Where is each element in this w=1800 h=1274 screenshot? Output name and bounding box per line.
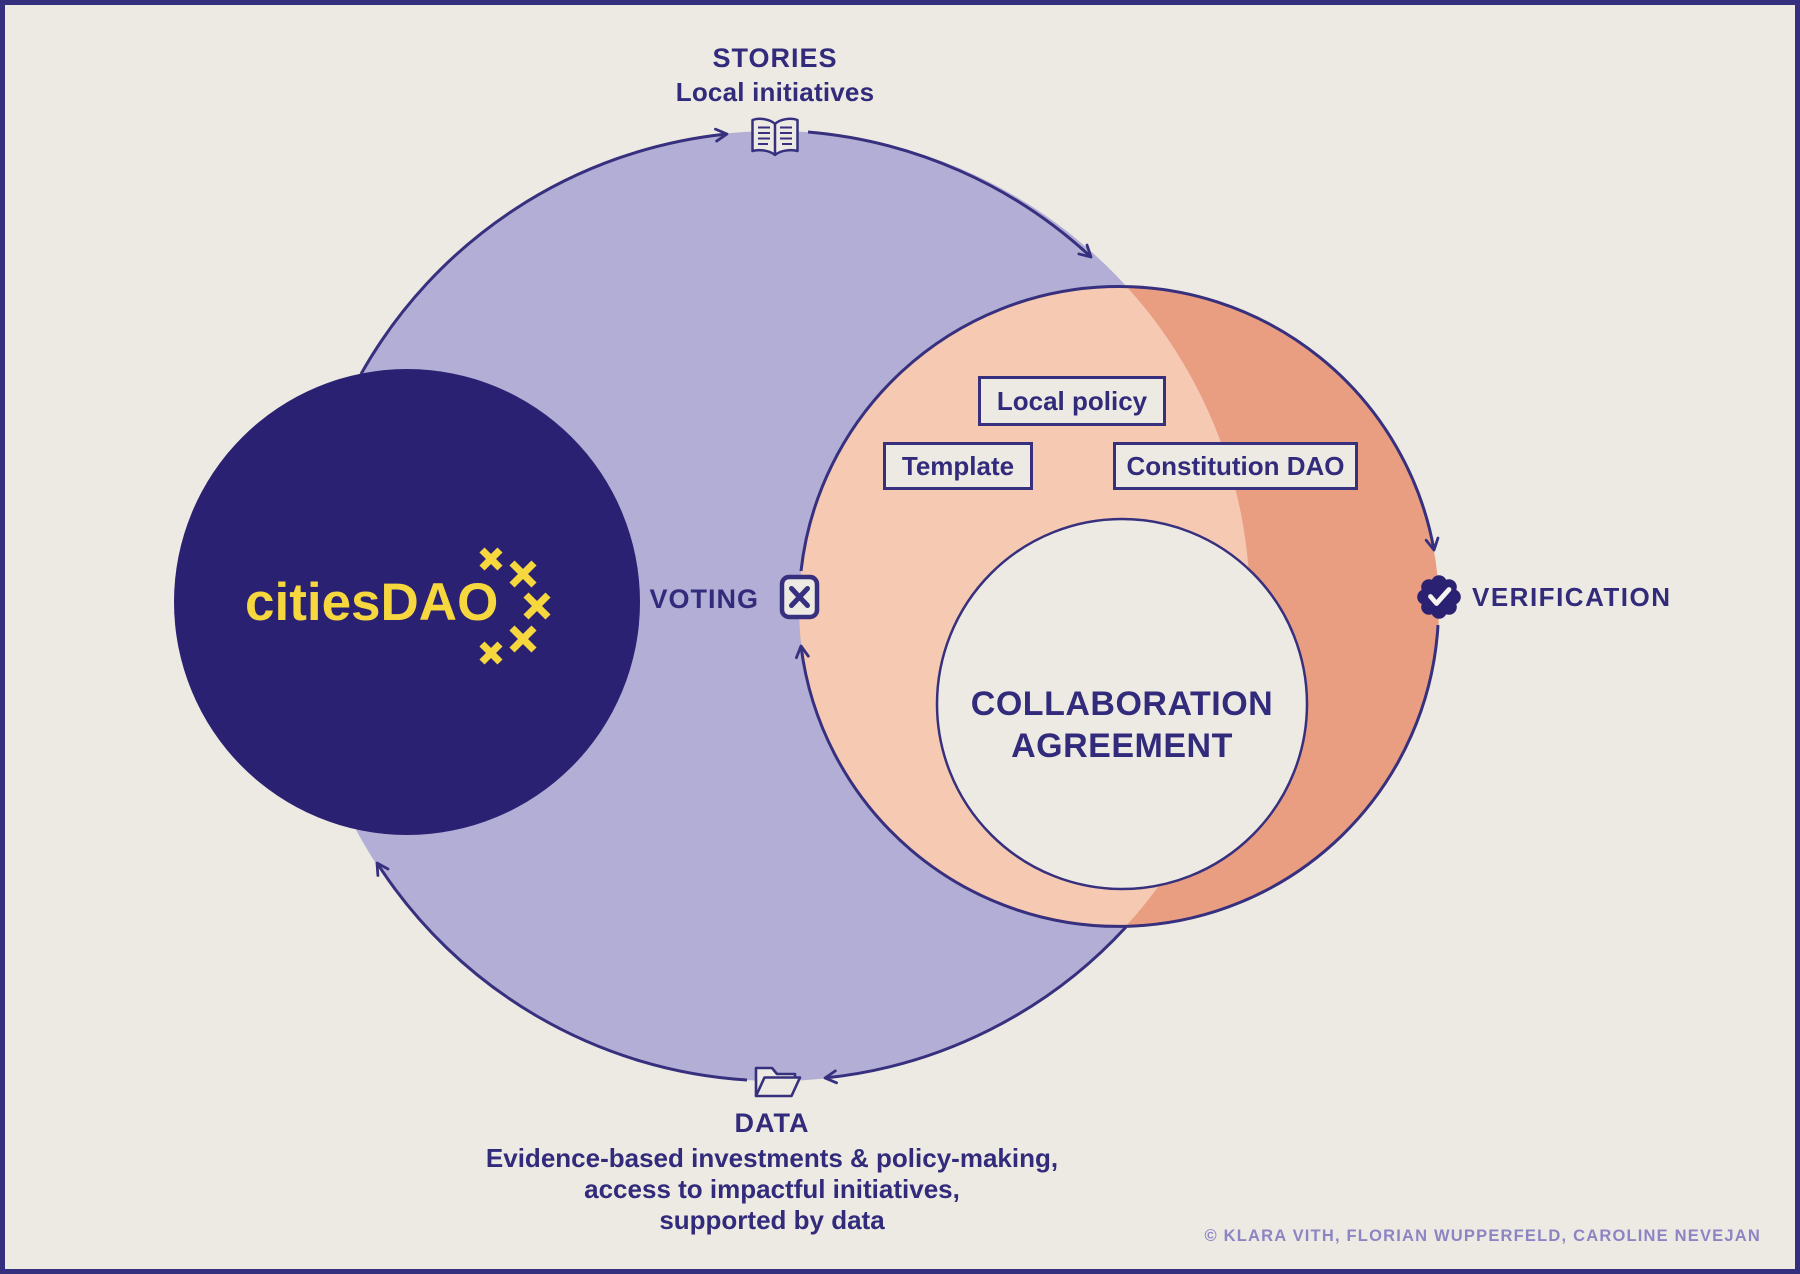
collaboration-circle	[935, 517, 1309, 891]
ballot-x-icon	[779, 574, 820, 620]
flow-arc-stories-to-dao	[807, 130, 1093, 259]
template-label: Template	[901, 450, 1015, 481]
collaboration-line2: AGREEMENT	[1011, 727, 1233, 765]
credit-line: © KLARA VITH, FLORIAN WUPPERFELD, CAROLI…	[1204, 1227, 1761, 1245]
x-cross-marks-icon	[479, 547, 551, 665]
venn-diagram	[174, 117, 1461, 1098]
data-description-line: supported by data	[659, 1205, 885, 1235]
flow-arc-to-voting	[795, 624, 1440, 928]
data-block: DATA Evidence-based investments & policy…	[486, 1108, 1058, 1236]
voting-label: VOTING	[649, 584, 759, 614]
data-title: DATA	[734, 1108, 810, 1138]
constitution-dao-box: Constitution DAO	[1113, 442, 1358, 490]
stories-subtitle: Local initiatives	[675, 77, 875, 107]
open-book-icon	[751, 117, 799, 157]
template-box: Template	[883, 442, 1033, 490]
flow-arc-to-verification	[799, 285, 1440, 572]
verification-label: VERIFICATION	[1472, 582, 1672, 612]
local-policy-label: Local policy	[996, 385, 1148, 416]
citiesdao-logo: citiesDAO	[245, 573, 499, 632]
collaboration-agreement-label: COLLABORATION AGREEMENT	[971, 683, 1273, 767]
data-description-line: access to impactful initiatives,	[584, 1174, 960, 1204]
collaboration-line1: COLLABORATION	[970, 685, 1274, 723]
stories-block: STORIES Local initiatives	[676, 43, 874, 108]
open-folder-icon	[754, 1066, 802, 1098]
flow-arc-to-stories	[359, 127, 729, 375]
badge-check-icon	[1417, 575, 1461, 619]
flow-arc-data-to-citiesdao	[375, 861, 748, 1082]
flow-arc-to-data	[823, 925, 1128, 1085]
local-policy-box: Local policy	[978, 376, 1166, 426]
stories-title: STORIES	[712, 43, 838, 73]
citiesdao-circle	[174, 369, 640, 835]
constitution-dao-label: Constitution DAO	[1126, 450, 1345, 481]
data-description-line: Evidence-based investments & policy-maki…	[485, 1143, 1059, 1173]
